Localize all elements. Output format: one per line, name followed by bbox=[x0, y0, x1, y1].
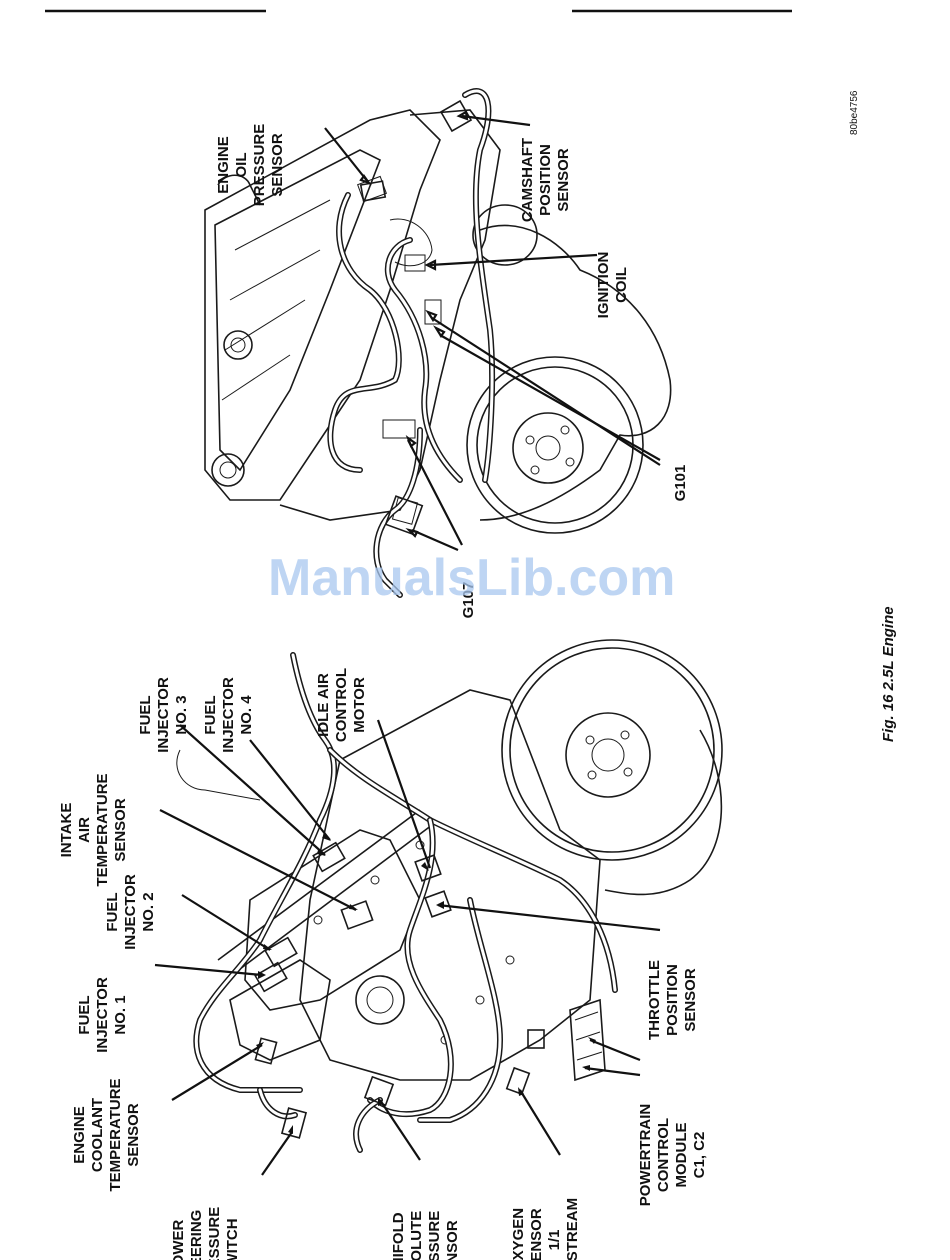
label-ignition-coil: IGNITIONCOIL bbox=[595, 252, 630, 319]
label-g101: G101 bbox=[672, 465, 689, 502]
label-line: FUEL bbox=[104, 892, 121, 931]
label-line: C1, C2 bbox=[691, 1132, 708, 1179]
label-line: OIL bbox=[233, 153, 250, 178]
label-power-steering-pressure-switch: POWERSTEERINGPRESSURESWITCH bbox=[170, 1207, 241, 1260]
label-line: SENSOR bbox=[528, 1208, 545, 1260]
label-line: FUEL bbox=[137, 695, 154, 734]
label-line: THROTTLE bbox=[646, 960, 663, 1040]
label-line: CAMSHAFT bbox=[519, 138, 536, 222]
label-manifold-absolute-pressure-sensor: MANIFOLDABSOLUTEPRESSURESENSOR bbox=[390, 1211, 461, 1260]
label-line: ABSOLUTE bbox=[408, 1211, 425, 1260]
label-line: POSITION bbox=[537, 144, 554, 216]
label-fuel-injector-no2: FUELINJECTORNO. 2 bbox=[104, 874, 157, 950]
label-line: SENSOR bbox=[444, 1220, 461, 1260]
label-line: FUEL bbox=[76, 995, 93, 1034]
label-line: G107 bbox=[460, 582, 477, 619]
label-line: INJECTOR bbox=[220, 677, 237, 753]
label-line: ENGINE bbox=[215, 136, 232, 194]
labels-top: ENGINEOILPRESSURESENSOR CAMSHAFTPOSITION… bbox=[215, 124, 689, 619]
label-idle-air-control-motor: IDLE AIRCONTROLMOTOR bbox=[315, 668, 368, 742]
label-line: CONTROL bbox=[655, 1118, 672, 1192]
label-line: SENSOR bbox=[682, 968, 699, 1032]
label-line: SENSOR bbox=[555, 148, 572, 212]
label-line: MOTOR bbox=[351, 677, 368, 733]
label-line: PRESSURE bbox=[426, 1211, 443, 1260]
label-fuel-injector-no1: FUELINJECTORNO. 1 bbox=[76, 977, 129, 1053]
label-line: POWER bbox=[170, 1220, 187, 1260]
top-engine-illustration bbox=[204, 88, 672, 598]
label-line: SENSOR bbox=[269, 133, 286, 197]
label-line: TEMPERATURE bbox=[94, 773, 111, 886]
label-line: POSITION bbox=[664, 964, 681, 1036]
label-line: COIL bbox=[613, 267, 630, 303]
label-camshaft-position-sensor: CAMSHAFTPOSITIONSENSOR bbox=[519, 138, 572, 222]
label-line: ENGINE bbox=[71, 1106, 88, 1164]
label-line: SENSOR bbox=[112, 798, 129, 862]
label-line: MODULE bbox=[673, 1123, 690, 1188]
label-line: NO. 4 bbox=[238, 695, 255, 735]
label-line: POWERTRAIN bbox=[637, 1104, 654, 1207]
label-line: NO. 2 bbox=[140, 892, 157, 931]
label-line: COOLANT bbox=[89, 1098, 106, 1172]
label-line: UPSTREAM bbox=[564, 1198, 581, 1260]
figure-caption: Fig. 16 2.5L Engine bbox=[880, 606, 897, 742]
label-line: 1/1 bbox=[546, 1230, 563, 1251]
label-fuel-injector-no3: FUELINJECTORNO. 3 bbox=[137, 677, 190, 753]
label-line: INJECTOR bbox=[122, 874, 139, 950]
label-engine-oil-pressure-sensor: ENGINEOILPRESSURESENSOR bbox=[215, 124, 286, 207]
label-line: SWITCH bbox=[224, 1218, 241, 1260]
label-line: NO. 1 bbox=[112, 995, 129, 1034]
label-line: INTAKE bbox=[58, 803, 75, 858]
label-line: MANIFOLD bbox=[390, 1212, 407, 1260]
label-line: PRESSURE bbox=[251, 124, 268, 207]
watermark: ManualsLib.com bbox=[268, 549, 675, 607]
label-line: SENSOR bbox=[125, 1103, 142, 1167]
label-powertrain-control-module: POWERTRAINCONTROLMODULEC1, C2 bbox=[637, 1104, 708, 1207]
label-intake-air-temperature-sensor: INTAKEAIRTEMPERATURESENSOR bbox=[58, 773, 129, 886]
label-line: INJECTOR bbox=[155, 677, 172, 753]
label-oxygen-sensor-upstream: OXYGENSENSOR1/1UPSTREAM bbox=[510, 1198, 581, 1260]
labels-bottom: FUELINJECTORNO. 1 FUELINJECTORNO. 2 INTA… bbox=[58, 668, 708, 1260]
label-throttle-position-sensor: THROTTLEPOSITIONSENSOR bbox=[646, 960, 699, 1040]
label-line: FUEL bbox=[202, 695, 219, 734]
label-line: CONTROL bbox=[333, 668, 350, 742]
figure-id: 80be4756 bbox=[849, 90, 860, 135]
label-line: OXYGEN bbox=[510, 1208, 527, 1260]
bottom-engine-illustration bbox=[176, 639, 723, 1153]
label-line: AIR bbox=[76, 817, 93, 843]
label-line: IGNITION bbox=[595, 252, 612, 319]
label-g107: G107 bbox=[460, 582, 477, 619]
label-line: TEMPERATURE bbox=[107, 1078, 124, 1191]
label-line: IDLE AIR bbox=[315, 673, 332, 737]
label-line: G101 bbox=[672, 465, 689, 502]
label-line: STEERING bbox=[188, 1210, 205, 1260]
label-fuel-injector-no4: FUELINJECTORNO. 4 bbox=[202, 677, 255, 753]
label-engine-coolant-temperature-sensor: ENGINECOOLANTTEMPERATURESENSOR bbox=[71, 1078, 142, 1191]
label-line: NO. 3 bbox=[173, 695, 190, 734]
bottom-leader-lines bbox=[154, 719, 661, 1176]
label-line: PRESSURE bbox=[206, 1207, 223, 1260]
top-leader-lines bbox=[324, 110, 661, 552]
label-line: INJECTOR bbox=[94, 977, 111, 1053]
